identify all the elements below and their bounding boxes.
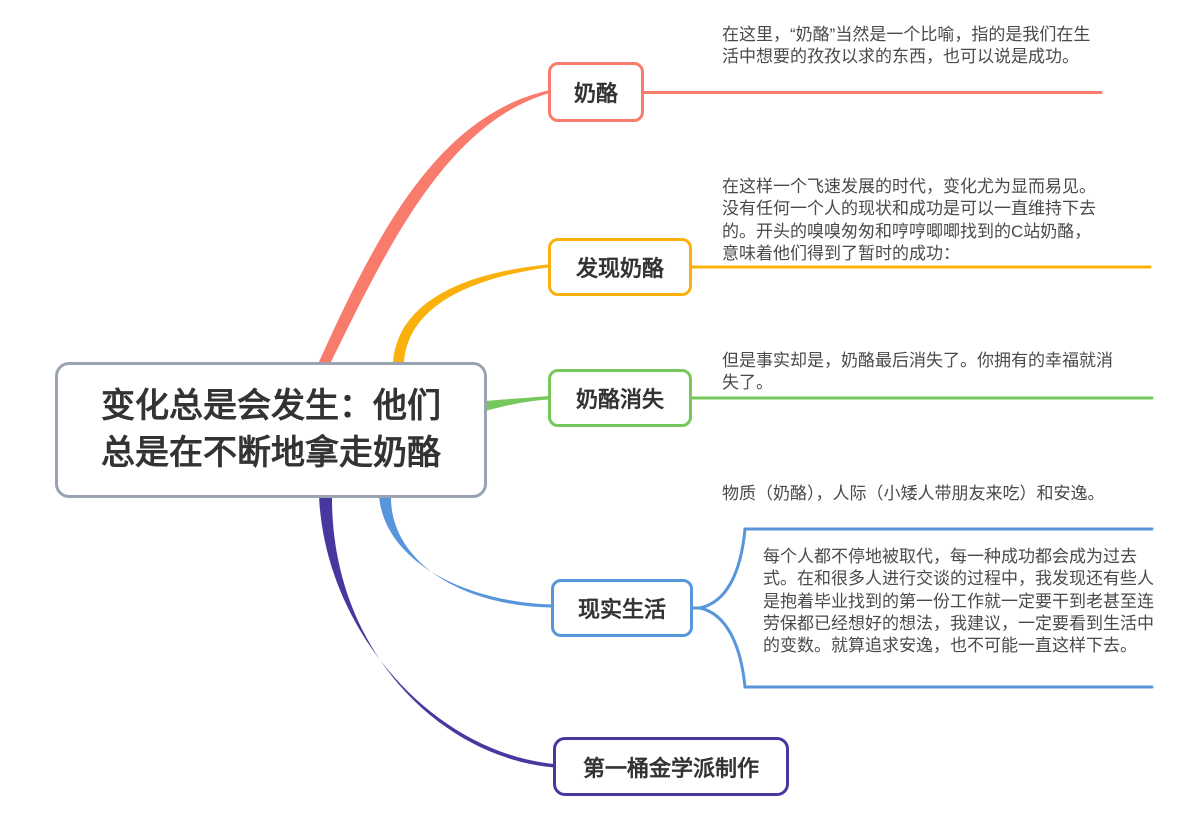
central-topic-line-1: 变化总是会发生：他们 [101,387,441,425]
note-underline-real-life-1 [698,527,1154,610]
note-real-life-1[interactable]: 物质（奶酪），人际（小矮人带朋友来吃）和安逸。 [722,484,1105,503]
topic-cheese[interactable]: 奶酪 [548,62,644,122]
note-cheese[interactable]: 在这里，“奶酪”当然是一个比喻，指的是我们在生活中想要的孜孜以求的东西，也可以说… [722,25,1091,67]
topic-find-cheese-label: 发现奶酪 [575,256,664,281]
topic-cheese-gone-label: 奶酪消失 [575,387,664,412]
branch-curve-cheese-gone [485,396,549,411]
central-topic[interactable]: 变化总是会发生：他们 总是在不断地拿走奶酪 [55,362,487,498]
note-real-life-2[interactable]: 每个人都不停地被取代，每一种成功都会成为过去式。在和很多人进行交谈的过程中，我发… [763,547,1154,656]
branch-curve-real-life [379,496,552,608]
topic-credit[interactable]: 第一桶金学派制作 [553,737,789,796]
branch-curve-cheese [318,90,548,364]
central-topic-line-2: 总是在不断地拿走奶酪 [101,434,441,472]
topic-cheese-label: 奶酪 [573,81,618,106]
branch-curve-credit [319,496,554,768]
topic-cheese-gone[interactable]: 奶酪消失 [548,369,692,427]
note-find-cheese[interactable]: 在这样一个飞速发展的时代，变化尤为显而易见。没有任何一个人的现状和成功是可以一直… [722,177,1096,263]
branch-curve-find-cheese [393,264,548,364]
topic-real-life-label: 现实生活 [577,597,666,622]
topic-find-cheese[interactable]: 发现奶酪 [548,238,692,296]
note-cheese-gone[interactable]: 但是事实却是，奶酪最后消失了。你拥有的幸福就消失了。 [722,351,1113,393]
note-underline-real-life-2 [698,606,1154,689]
topic-credit-label: 第一桶金学派制作 [582,755,759,781]
topic-real-life[interactable]: 现实生活 [551,579,693,637]
